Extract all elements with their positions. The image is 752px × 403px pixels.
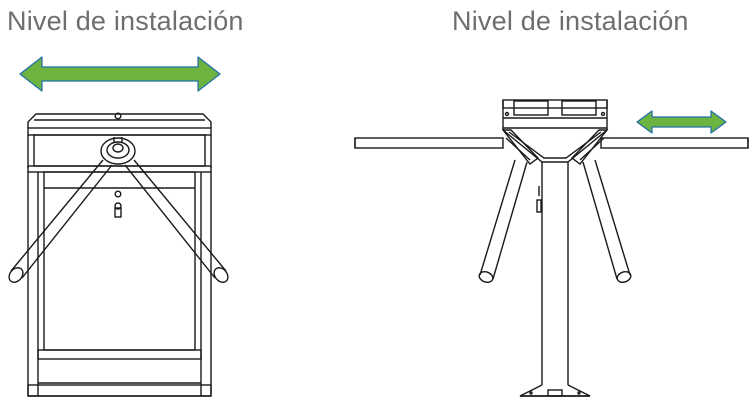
turnstile-front-view — [8, 112, 229, 397]
level-arrow-left — [19, 56, 221, 92]
level-caption-right: Nivel de instalación — [452, 6, 689, 36]
level-caption-left: Nivel de instalación — [7, 6, 244, 36]
level-arrow-right — [636, 110, 727, 134]
turnstile-side-view — [354, 99, 749, 397]
